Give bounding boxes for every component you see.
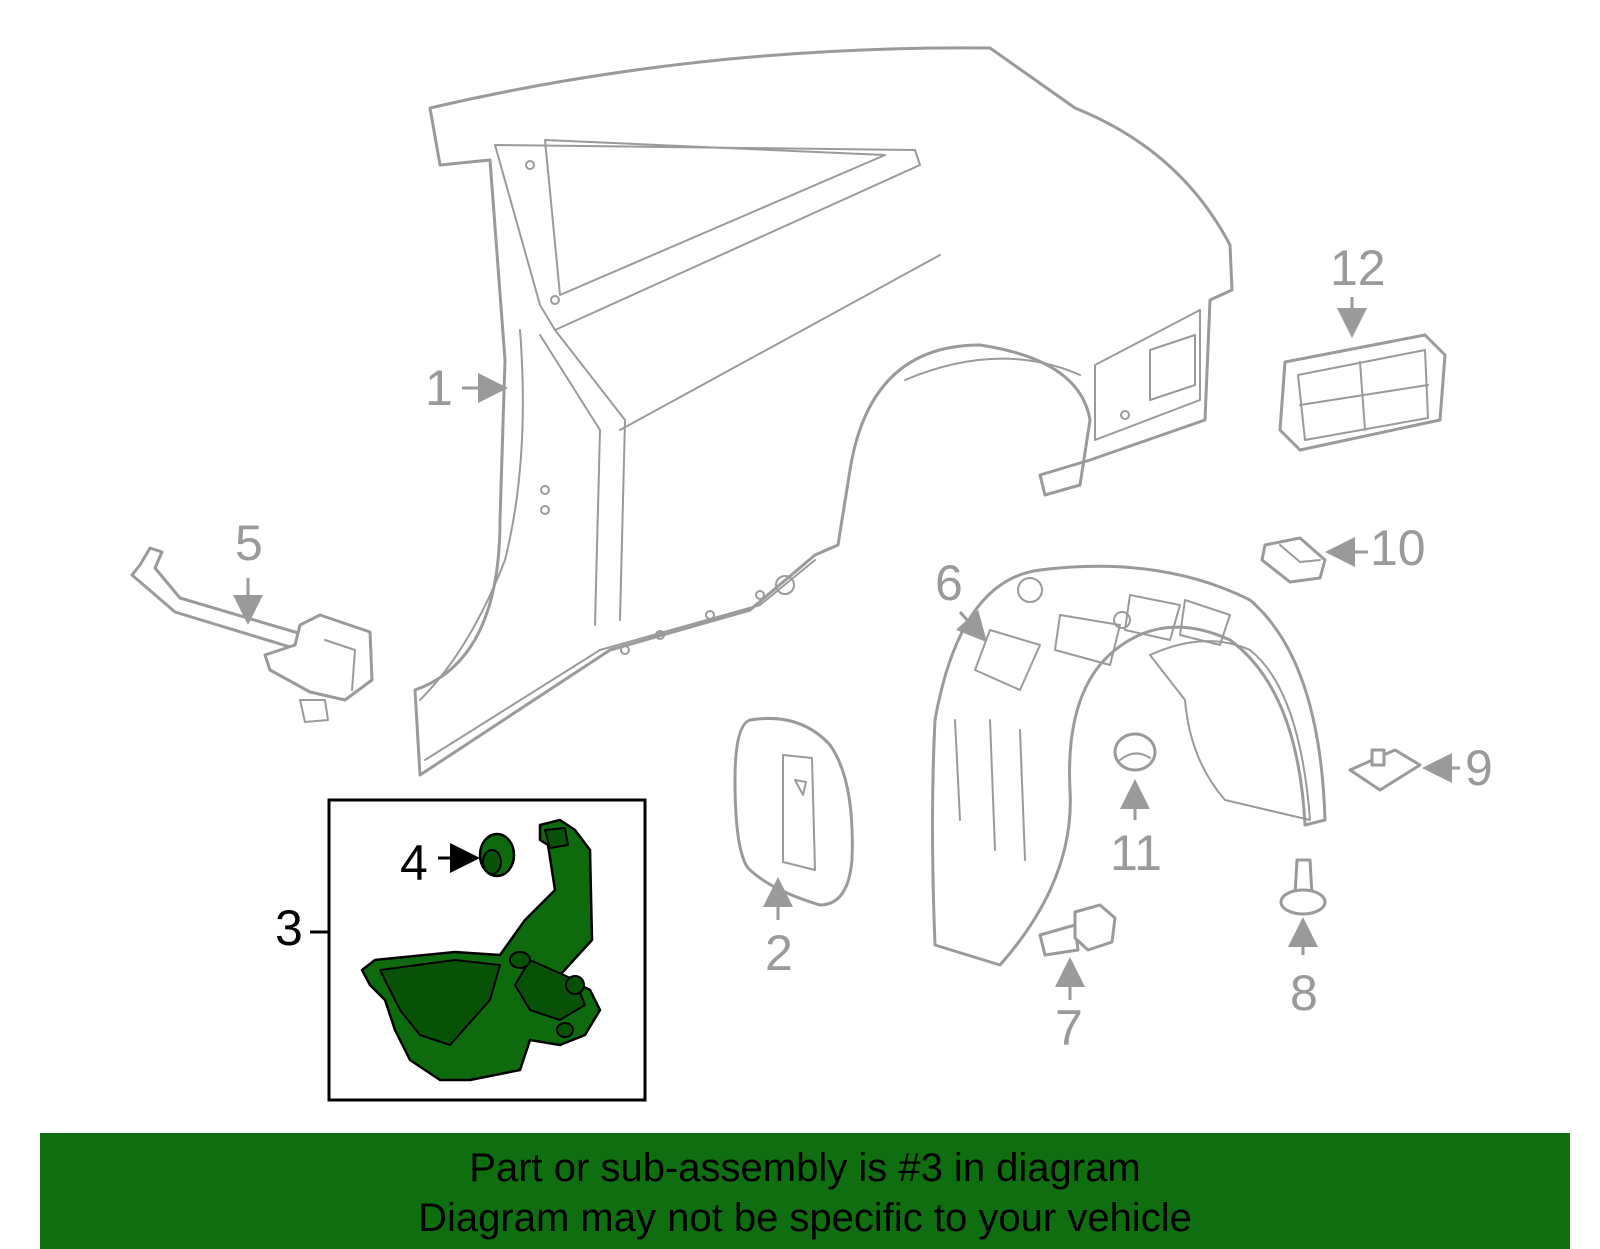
- callout-8: 8: [1290, 965, 1318, 1021]
- callout-9: 9: [1465, 740, 1493, 796]
- callout-5: 5: [235, 515, 263, 571]
- wheel-liner-part-6[interactable]: [931, 564, 1327, 967]
- callout-2: 2: [765, 925, 793, 981]
- fuel-filler-housing-part-3[interactable]: [360, 818, 602, 1082]
- callout-3: 3: [275, 900, 303, 956]
- fuel-door-part-2[interactable]: [733, 716, 854, 907]
- bumper-part-4[interactable]: [478, 832, 516, 878]
- callout-6: 6: [935, 555, 963, 611]
- callout-4: 4: [400, 835, 428, 891]
- callout-7: 7: [1055, 1000, 1083, 1056]
- fuel-door-rod-part-5[interactable]: [130, 546, 374, 723]
- quarter-panel-part-1[interactable]: [413, 46, 1234, 777]
- info-banner: Part or sub-assembly is #3 in diagram Di…: [40, 1133, 1570, 1249]
- air-vent-part-12[interactable]: [1278, 333, 1447, 452]
- callout-10: 10: [1370, 520, 1426, 576]
- callout-11: 11: [1110, 825, 1162, 881]
- banner-line-2: Diagram may not be specific to your vehi…: [418, 1196, 1192, 1240]
- clip-nut-part-9[interactable]: [1348, 748, 1422, 792]
- screw-part-8[interactable]: [1279, 858, 1327, 916]
- clip-part-10[interactable]: [1260, 536, 1327, 584]
- banner-line-1: Part or sub-assembly is #3 in diagram: [469, 1146, 1141, 1190]
- callout-12: 12: [1330, 240, 1386, 296]
- bolt-part-7[interactable]: [1038, 903, 1117, 957]
- callout-1: 1: [425, 360, 453, 416]
- plug-part-11[interactable]: [1113, 732, 1157, 772]
